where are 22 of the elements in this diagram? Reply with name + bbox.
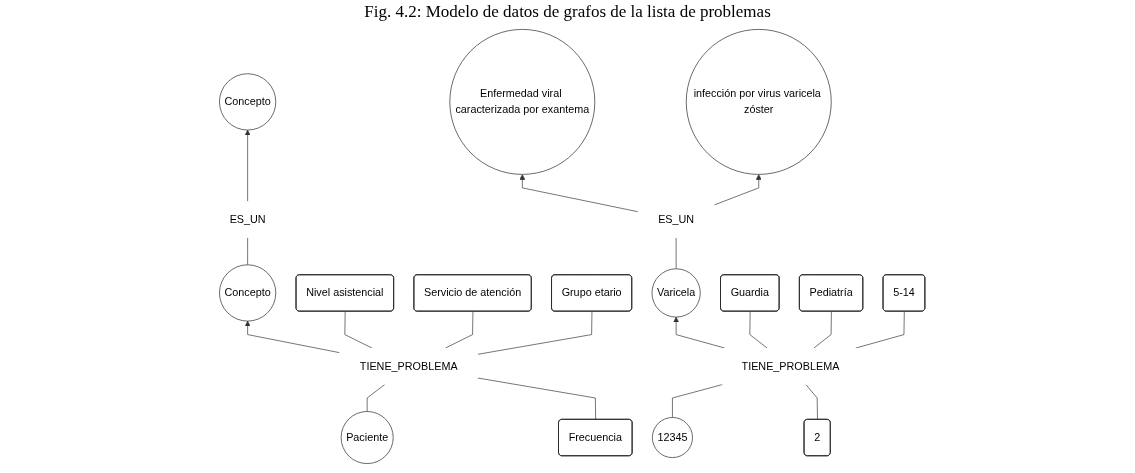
connector bbox=[477, 377, 597, 420]
connector bbox=[813, 311, 833, 349]
node-circle: Paciente bbox=[341, 411, 394, 464]
node-text: TIENE_PROBLEMA bbox=[741, 360, 840, 372]
node-circle: Concepto bbox=[219, 73, 277, 131]
connector bbox=[247, 237, 249, 266]
connector bbox=[676, 237, 677, 270]
connector bbox=[749, 311, 768, 349]
node-text: ES_UN bbox=[658, 213, 695, 225]
connector bbox=[367, 384, 386, 412]
node-circle: Concepto bbox=[219, 264, 277, 322]
node-circle: infección por virus varicela zóster bbox=[686, 29, 832, 175]
connector bbox=[672, 384, 724, 418]
node-text: ES_UN bbox=[230, 213, 266, 225]
connector bbox=[477, 311, 593, 355]
figure-title: Fig. 4.2: Modelo de datos de grafos de la lista de problemas bbox=[364, 1, 771, 23]
connector bbox=[855, 311, 905, 349]
connector bbox=[805, 384, 819, 420]
node-text: TIENE_PROBLEMA bbox=[360, 360, 458, 372]
node-circle: Enfermedad viral caracterizada por exantema bbox=[449, 29, 596, 175]
node-circle: 12345 bbox=[652, 417, 694, 458]
node-circle: Varicela bbox=[652, 268, 701, 318]
